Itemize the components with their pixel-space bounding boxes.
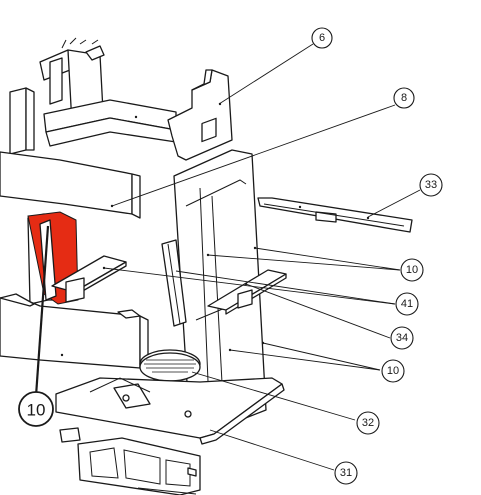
callout-10-lower-label: 10 [387,365,399,377]
callout-33-label: 33 [425,179,437,191]
left-bracket [51,255,127,303]
callout-32-label: 32 [362,417,374,429]
base-plate [55,377,285,445]
top-baffle-plate [43,99,177,147]
right-side-frame [167,69,233,161]
callout-10-left-label: 10 [27,401,46,420]
callout-10-left: 10 [18,391,54,427]
callout-31-label: 31 [340,467,352,479]
callout-10-upper-label: 10 [406,264,418,276]
upper-front-brick [0,151,141,219]
callout-32: 32 [356,411,380,435]
shelf-rail [257,197,413,233]
callout-41: 41 [395,292,419,316]
callout-6-label: 6 [319,32,325,44]
leader-lines [34,43,421,471]
callout-34-label: 34 [396,332,408,344]
callout-8-label: 8 [401,92,407,104]
vertical-rail [161,239,187,327]
callout-8: 8 [393,87,415,109]
right-bracket [207,269,287,315]
callout-41-label: 41 [401,298,413,310]
callout-10-upper: 10 [400,258,424,282]
callout-6: 6 [311,27,333,49]
lower-front-brick [0,293,149,373]
round-grate [139,349,201,382]
callout-34: 34 [390,326,414,350]
callout-31: 31 [334,461,358,485]
callout-10-lower: 10 [381,359,405,383]
callout-33: 33 [419,173,443,197]
ash-pan [59,427,201,495]
